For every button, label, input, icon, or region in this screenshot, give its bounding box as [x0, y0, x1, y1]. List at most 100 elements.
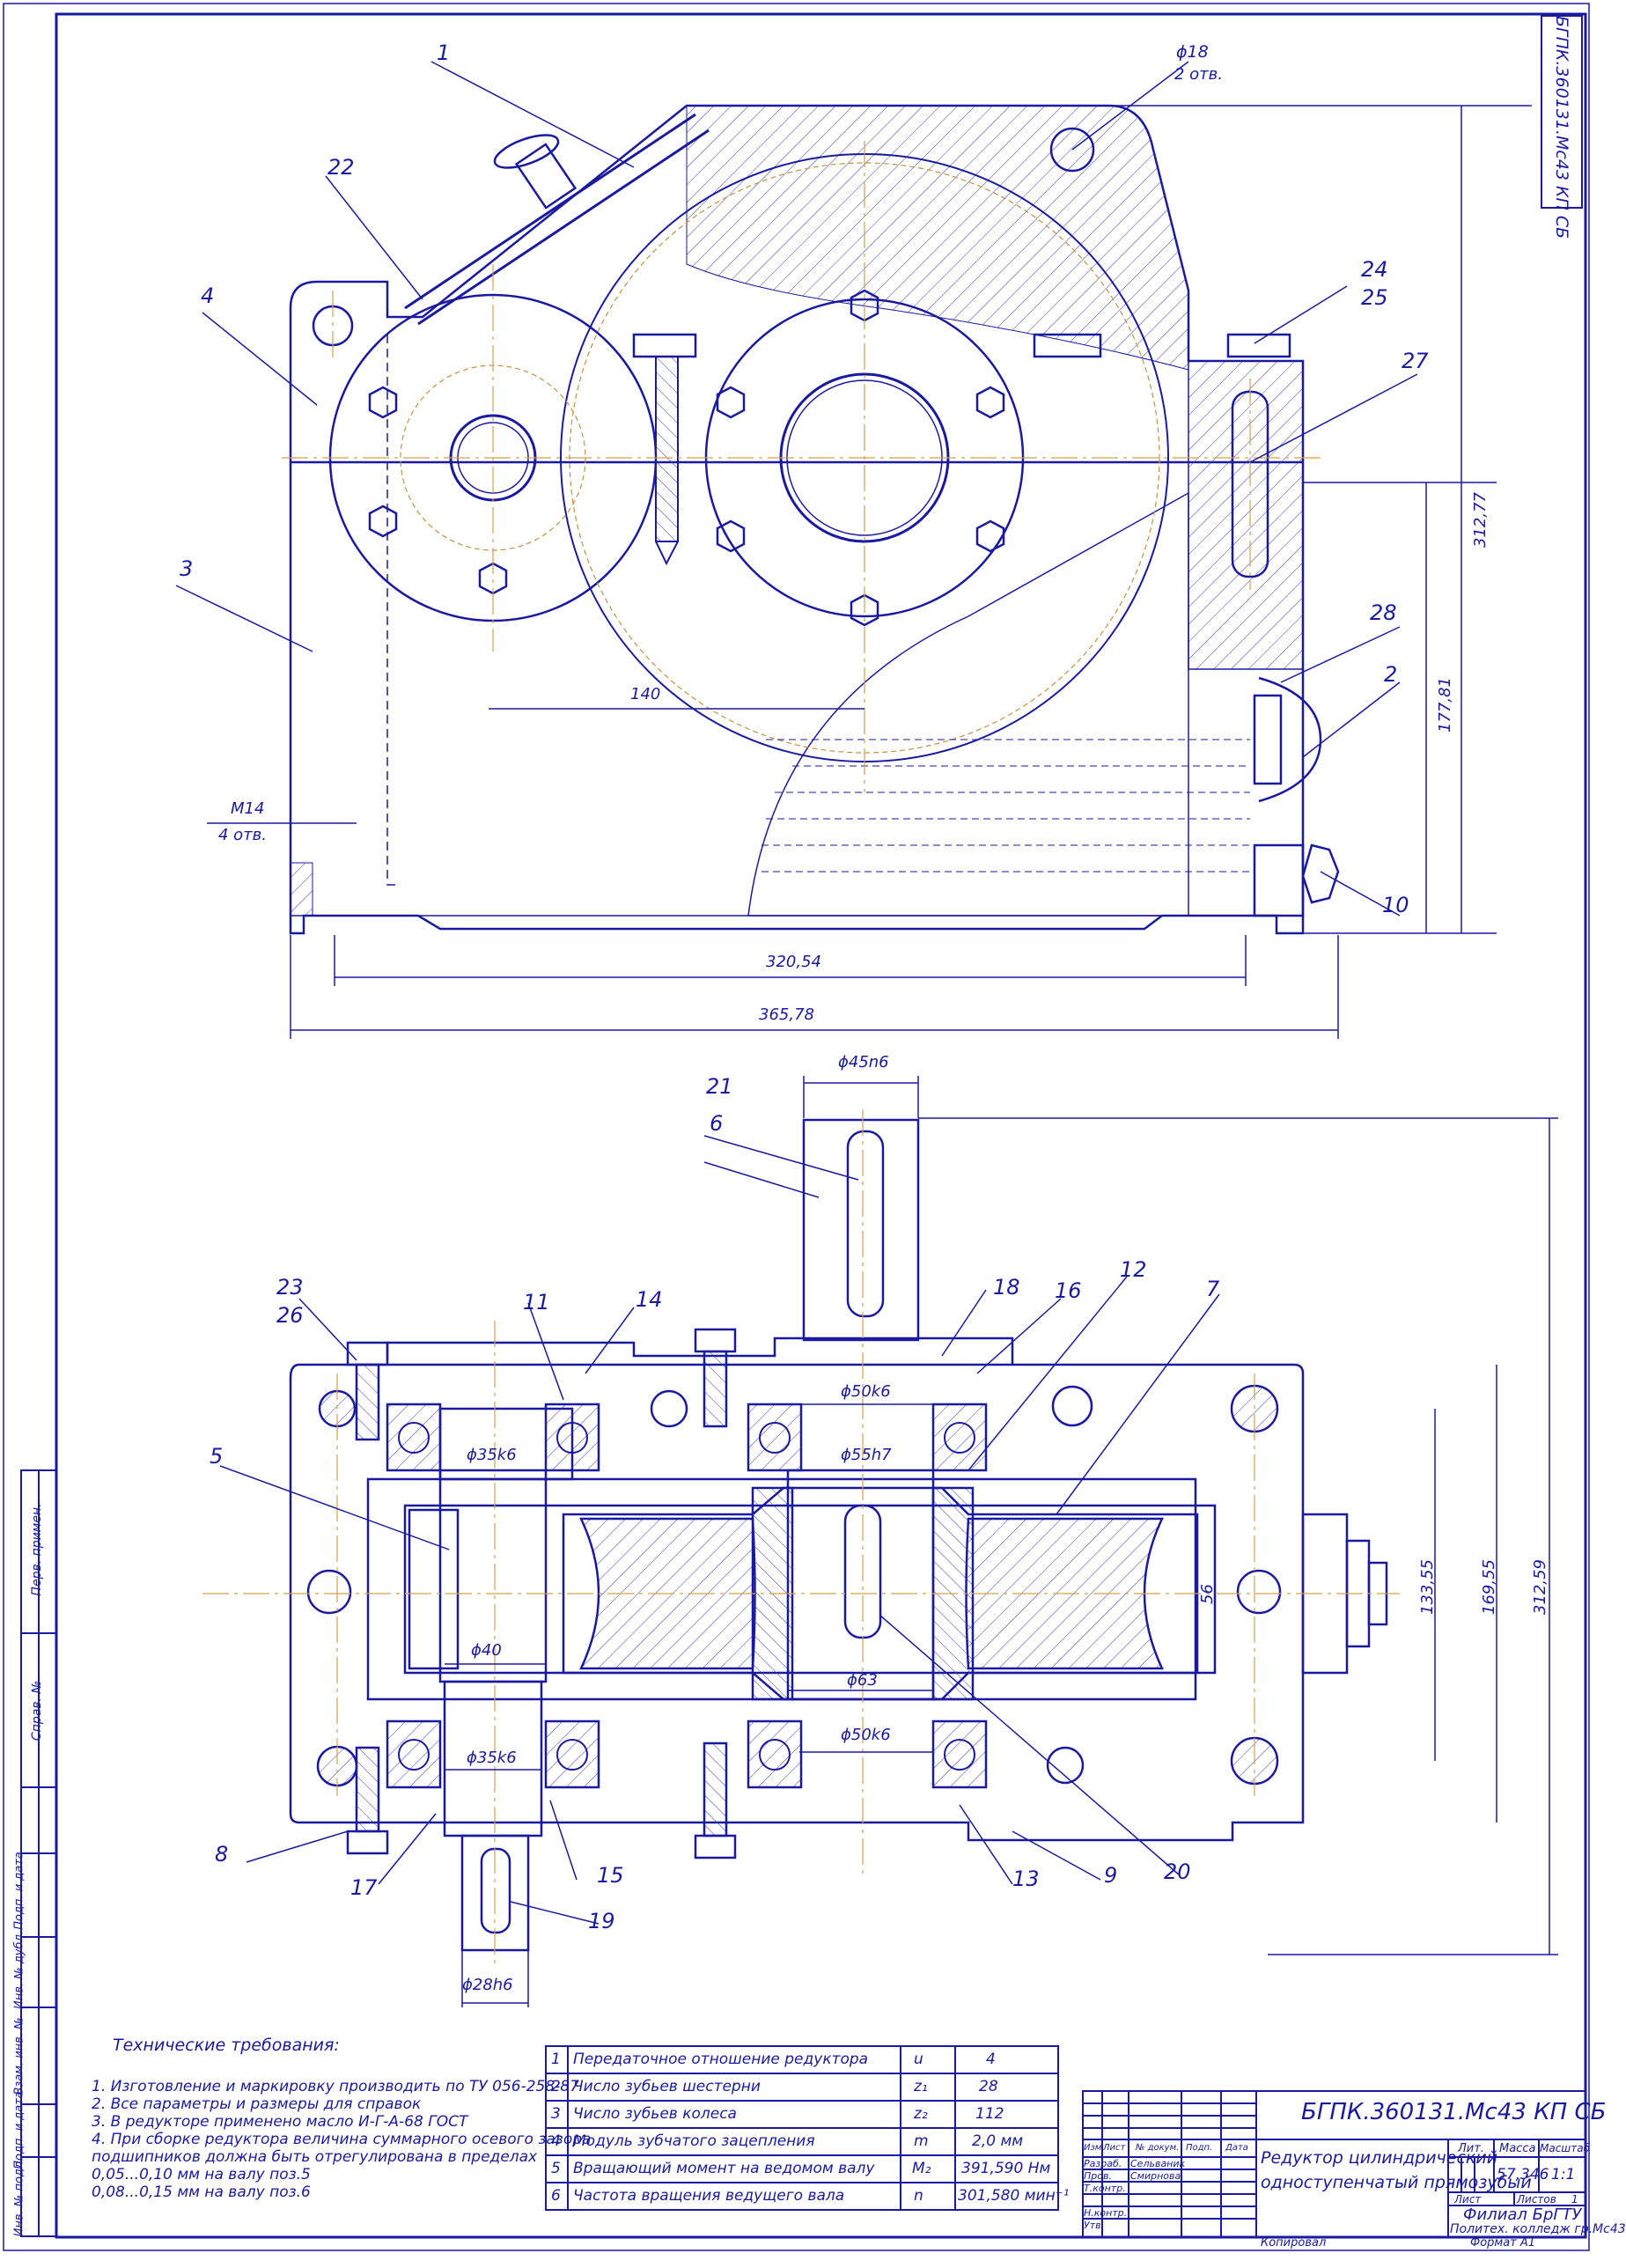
- dim-d50-top: ϕ50k6: [841, 1382, 891, 1401]
- dim-d55: ϕ55h7: [841, 1446, 892, 1464]
- side-sprav-no: Справ. №: [30, 1680, 44, 1742]
- callout-6: 6: [710, 1111, 724, 1136]
- tb-col-data: Дата: [1225, 2143, 1248, 2153]
- callout-21: 21: [706, 1074, 733, 1099]
- callout-22: 22: [327, 155, 355, 180]
- tb-utv: Утв.: [1084, 2220, 1105, 2231]
- callout-15: 15: [597, 1863, 624, 1888]
- param-sym: z₁: [914, 2078, 928, 2095]
- outer-frame: [3, 3, 1590, 2251]
- params-row-2: 2 Число зубьев шестерни z₁ 28: [546, 2073, 1058, 2101]
- params-row-5: 5 Вращающий момент на ведомом валу M₂ 39…: [546, 2155, 1058, 2183]
- param-name: Модуль зубчатого зацепления: [573, 2132, 815, 2150]
- param-val: 28: [979, 2078, 998, 2095]
- dim-d18: ϕ18: [1176, 42, 1209, 62]
- param-name: Передаточное отношение редуктора: [573, 2051, 869, 2068]
- params-table-grid: [545, 2045, 1059, 2211]
- callout-9: 9: [1104, 1863, 1118, 1888]
- dim-169: 169,55: [1479, 1559, 1498, 1615]
- requirement-4d: 0,08...0,15 мм на валу поз.6: [92, 2183, 311, 2201]
- tb-razrab: Разраб.: [1084, 2158, 1122, 2169]
- callout-1: 1: [437, 40, 451, 65]
- param-val: 2,0 мм: [972, 2132, 1024, 2150]
- sheet-code-vertical: БГПК.360131.Мс43 КП СБ: [1552, 16, 1571, 239]
- params-row-4: 4 Модуль зубчатого зацепления m 2,0 мм: [546, 2128, 1058, 2155]
- param-name: Вращающий момент на ведомом валу: [573, 2160, 875, 2177]
- tb-razrab-name: Сельваник: [1130, 2158, 1186, 2169]
- dim-133: 133,55: [1417, 1559, 1437, 1615]
- tb-prov: Пров.: [1084, 2170, 1112, 2182]
- callout-18: 18: [993, 1275, 1020, 1300]
- requirements-title: Технические требования:: [113, 2036, 340, 2055]
- side-perv-primen: Перв. примен.: [30, 1503, 44, 1596]
- tb-scale-val: 1:1: [1551, 2166, 1576, 2183]
- param-name: Число зубьев колеса: [573, 2105, 737, 2123]
- dim-320: 320,54: [766, 953, 821, 971]
- param-sym: m: [914, 2132, 929, 2150]
- top-view: [289, 104, 1340, 935]
- callout-14: 14: [636, 1287, 663, 1312]
- tb-col-izm: Изм.: [1084, 2143, 1105, 2153]
- callout-28: 28: [1370, 600, 1397, 625]
- dim-d50-bottom: ϕ50k6: [841, 1726, 891, 1744]
- title-block-name-2: одноступенчатый прямозубый: [1261, 2173, 1532, 2192]
- dim-140: 140: [630, 685, 661, 703]
- format-label: Формат А1: [1470, 2236, 1536, 2250]
- requirement-4: 4. При сборке редуктора величина суммарн…: [92, 2131, 592, 2148]
- param-val: 4: [986, 2051, 996, 2068]
- params-row-6: 6 Частота вращения ведущего вала n 301,5…: [546, 2183, 1069, 2210]
- dim-d35-top: ϕ35k6: [467, 1446, 517, 1464]
- dim-177: 177,81: [1435, 677, 1454, 733]
- side-strip: [20, 1469, 57, 2237]
- params-row-3: 3 Число зубьев колеса z₂ 112: [546, 2101, 1058, 2128]
- callout-20: 20: [1164, 1859, 1191, 1884]
- dim-d45: ϕ45n6: [838, 1053, 889, 1071]
- callout-16: 16: [1055, 1278, 1082, 1303]
- tb-col-podp: Подп.: [1186, 2143, 1213, 2153]
- param-n: 6: [551, 2187, 561, 2205]
- copied-label: Копировал: [1261, 2236, 1327, 2250]
- drawing-sheet: [3, 3, 1590, 2251]
- tb-list: Лист: [1454, 2193, 1482, 2205]
- inner-frame: [55, 12, 1587, 2239]
- callout-24: 24: [1361, 257, 1388, 282]
- title-block-code: БГПК.360131.Мс43 КП СБ: [1301, 2099, 1607, 2125]
- requirement-1: 1. Изготовление и маркировку производить…: [92, 2078, 579, 2095]
- callout-10: 10: [1382, 893, 1409, 917]
- requirement-4b: подшипников должна быть отрегулирована в…: [92, 2148, 538, 2166]
- callout-23: 23: [276, 1275, 304, 1300]
- code-box: [1541, 15, 1583, 209]
- callout-27: 27: [1402, 349, 1429, 373]
- dim-2-otv: 2 отв.: [1174, 65, 1224, 84]
- tb-org-1: Филиал БрГТУ: [1463, 2205, 1582, 2224]
- param-val: 301,580 мин⁻¹: [958, 2187, 1070, 2205]
- dim-d63: ϕ63: [847, 1671, 878, 1690]
- callout-19: 19: [588, 1909, 615, 1933]
- callout-4: 4: [201, 284, 215, 308]
- param-name: Частота вращения ведущего вала: [573, 2187, 845, 2205]
- param-sym: n: [914, 2187, 923, 2205]
- tb-lit: Лит.: [1458, 2142, 1484, 2155]
- callout-26: 26: [276, 1303, 304, 1328]
- param-sym: u: [914, 2051, 923, 2068]
- tb-col-doc: № докум.: [1136, 2143, 1180, 2153]
- callout-17: 17: [350, 1875, 378, 1900]
- requirement-3: 3. В редукторе применено масло И-Г-А-68 …: [92, 2113, 468, 2131]
- dim-312-top: 312,77: [1470, 492, 1490, 548]
- title-block-name-1: Редуктор цилиндрический: [1261, 2148, 1498, 2168]
- dim-m14: М14: [231, 799, 265, 818]
- dim-365: 365,78: [759, 1005, 814, 1024]
- callout-12: 12: [1120, 1257, 1147, 1282]
- param-name: Число зубьев шестерни: [573, 2078, 761, 2095]
- param-sym: M₂: [912, 2160, 931, 2177]
- tb-listov: Листов: [1517, 2193, 1556, 2205]
- param-val: 112: [975, 2105, 1004, 2123]
- tb-tkontr: Т.контр.: [1084, 2183, 1126, 2194]
- param-n: 5: [551, 2160, 561, 2177]
- callout-2: 2: [1384, 662, 1398, 687]
- dim-4-otv: 4 отв.: [218, 826, 268, 844]
- params-row-1: 1 Передаточное отношение редуктора u 4: [546, 2046, 1058, 2073]
- tech-requirements: Технические требования: 1. Изготовление …: [92, 2036, 591, 2201]
- param-val: 391,590 Нм: [961, 2160, 1051, 2177]
- callout-25: 25: [1361, 285, 1388, 310]
